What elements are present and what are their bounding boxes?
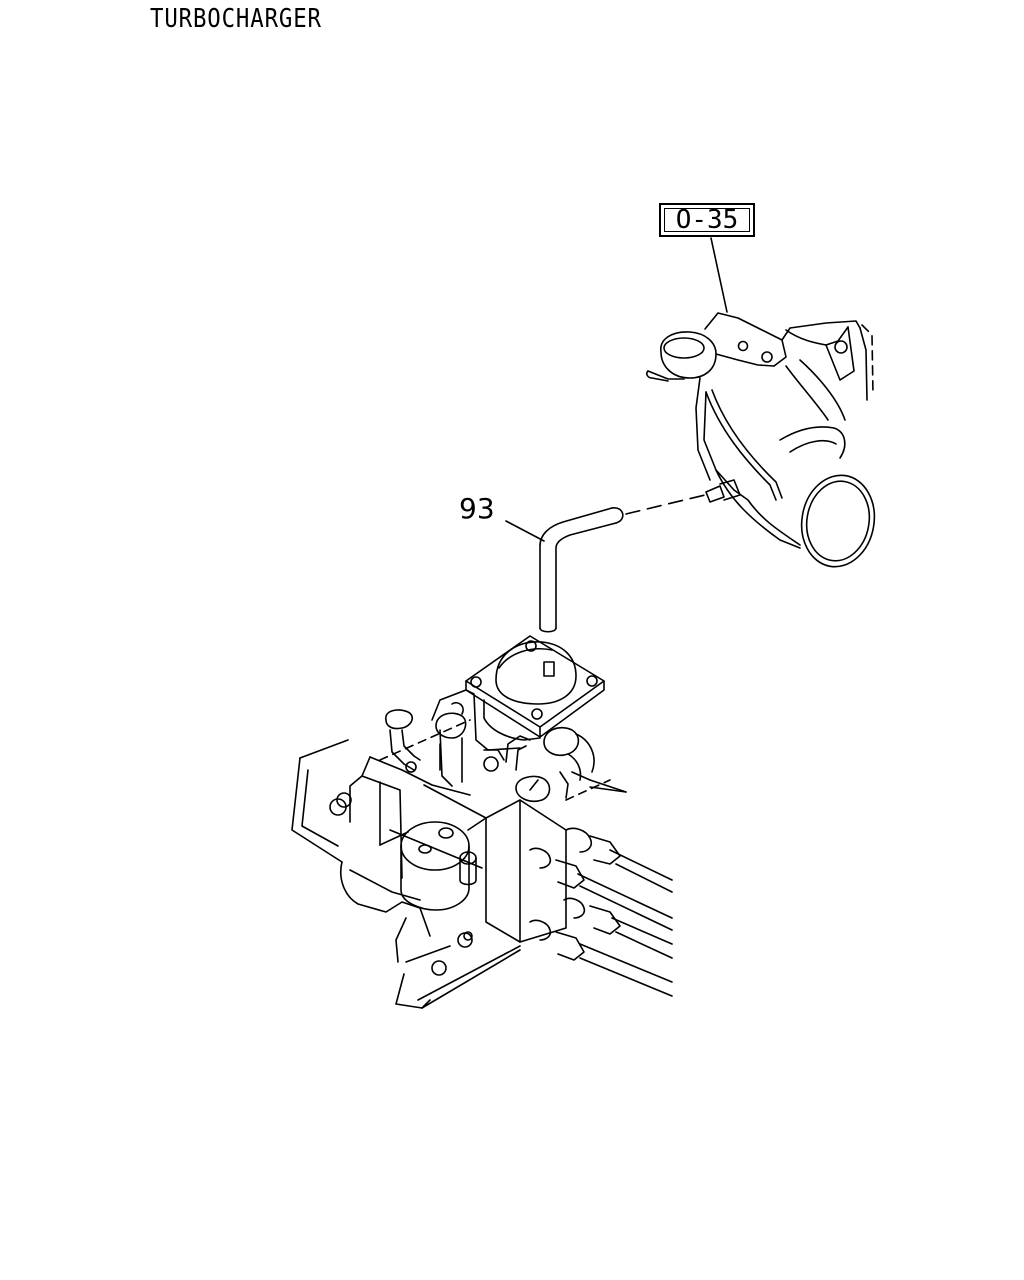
part-callout-93[interactable]: 93 — [459, 492, 495, 525]
leader-lines — [505, 237, 728, 542]
page-title: TURBOCHARGER — [150, 4, 322, 34]
injection-pump-assembly — [291, 635, 673, 1009]
turbocharger-unit — [645, 312, 876, 568]
reference-label-inner-frame — [664, 208, 750, 232]
connection-dashed-line — [625, 494, 706, 515]
vacuum-hose-93[interactable] — [539, 507, 624, 633]
reference-label: O-35 — [675, 205, 739, 235]
reference-label-box[interactable]: O-35 — [659, 203, 755, 237]
